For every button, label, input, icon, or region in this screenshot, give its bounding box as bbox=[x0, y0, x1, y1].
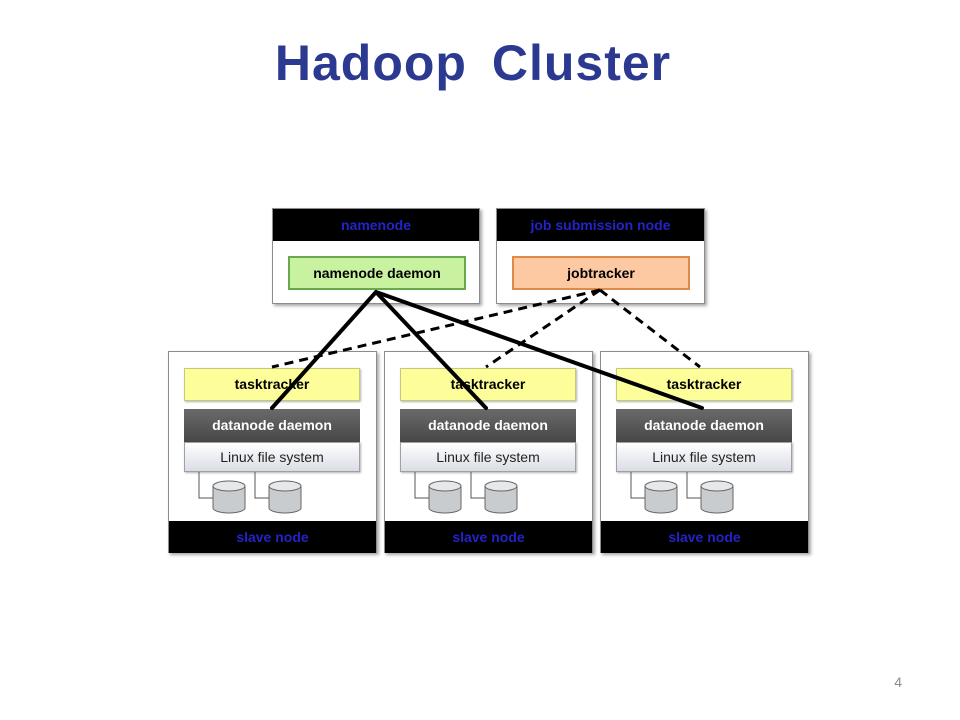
slave-node-footer: slave node bbox=[169, 521, 376, 553]
linux-file-system: Linux file system bbox=[616, 442, 792, 472]
namenode-daemon: namenode daemon bbox=[288, 256, 466, 290]
slave-node-footer: slave node bbox=[601, 521, 808, 553]
job-submission-node-header: job submission node bbox=[497, 209, 704, 241]
disk-icon bbox=[212, 480, 246, 514]
linux-file-system: Linux file system bbox=[400, 442, 576, 472]
disk-group bbox=[630, 472, 734, 514]
disk-icon bbox=[484, 480, 518, 514]
datanode-daemon: datanode daemon bbox=[184, 409, 360, 442]
slave-node-footer: slave node bbox=[385, 521, 592, 553]
disk-icon bbox=[268, 480, 302, 514]
job-submission-node-box: job submission node jobtracker bbox=[496, 208, 705, 304]
disk-group bbox=[414, 472, 518, 514]
page-number: 4 bbox=[894, 674, 902, 690]
slave-node-box: tasktracker datanode daemon Linux file s… bbox=[168, 351, 377, 553]
slide-title: Hadoop Cluster bbox=[274, 35, 672, 91]
disk-group bbox=[198, 472, 302, 514]
disk-icon bbox=[428, 480, 462, 514]
namenode-header: namenode bbox=[273, 209, 479, 241]
namenode-box: namenode namenode daemon bbox=[272, 208, 480, 304]
disk-icon bbox=[700, 480, 734, 514]
jobtracker: jobtracker bbox=[512, 256, 690, 290]
datanode-daemon: datanode daemon bbox=[616, 409, 792, 442]
disk-icon bbox=[644, 480, 678, 514]
linux-file-system: Linux file system bbox=[184, 442, 360, 472]
datanode-daemon: datanode daemon bbox=[400, 409, 576, 442]
slave-node-box: tasktracker datanode daemon Linux file s… bbox=[384, 351, 593, 553]
slave-node-box: tasktracker datanode daemon Linux file s… bbox=[600, 351, 809, 553]
